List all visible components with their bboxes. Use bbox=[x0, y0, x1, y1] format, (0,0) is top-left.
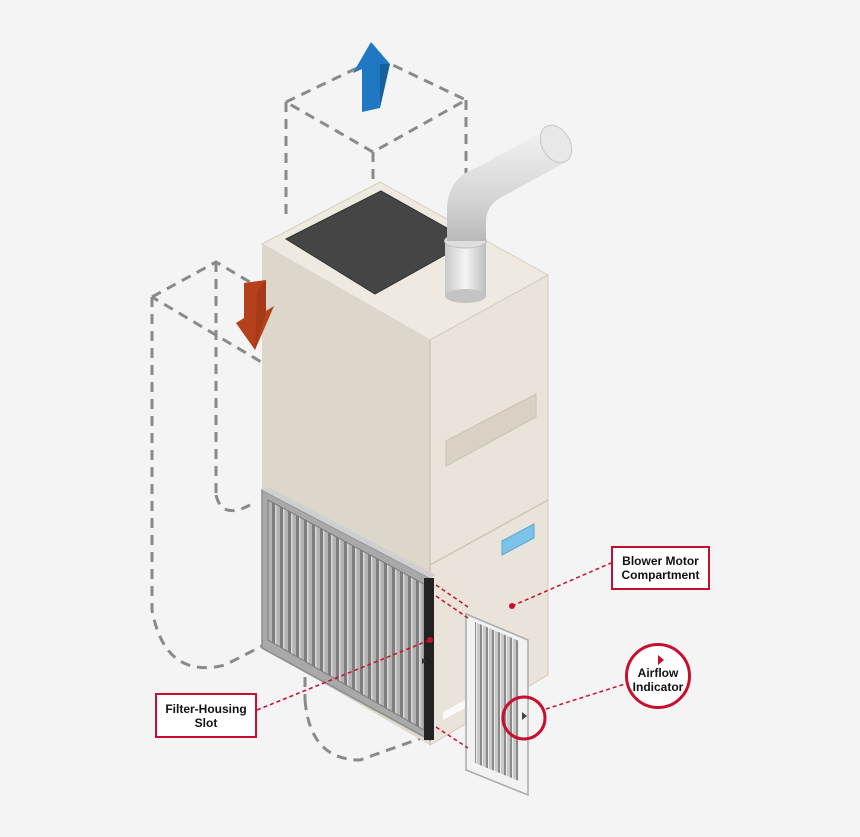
airflow-indicator-label-line1: Airflow bbox=[637, 666, 679, 680]
leader-line-airflow bbox=[545, 683, 626, 710]
airflow-arrowhead-icon bbox=[658, 655, 664, 665]
down-arrow-icon bbox=[236, 280, 274, 350]
leader-dot-blower bbox=[509, 603, 515, 609]
up-arrow-icon bbox=[353, 42, 390, 112]
filter-housing-label-line1: Filter-Housing bbox=[165, 701, 247, 716]
airflow-indicator-callout: Airflow Indicator bbox=[625, 643, 691, 709]
filter-housing-callout: Filter-Housing Slot bbox=[155, 693, 257, 738]
leader-line-blower bbox=[511, 562, 612, 607]
leader-dot-filter bbox=[427, 637, 433, 643]
replacement-filter bbox=[465, 612, 529, 797]
leader-lines bbox=[256, 562, 626, 749]
vent-window bbox=[501, 523, 535, 556]
leader-line-filter bbox=[256, 639, 431, 711]
filter-housing-label-line2: Slot bbox=[194, 715, 218, 730]
blower-motor-callout: Blower Motor Compartment bbox=[611, 546, 710, 590]
airflow-indicator-highlight bbox=[501, 695, 547, 741]
blower-motor-label-line2: Compartment bbox=[621, 568, 700, 582]
cabinet-louver bbox=[445, 393, 537, 467]
filter-housing bbox=[261, 487, 436, 742]
airflow-indicator-label-line2: Indicator bbox=[632, 680, 684, 694]
blower-motor-label-line1: Blower Motor bbox=[622, 554, 699, 568]
flue-pipe bbox=[444, 124, 573, 303]
